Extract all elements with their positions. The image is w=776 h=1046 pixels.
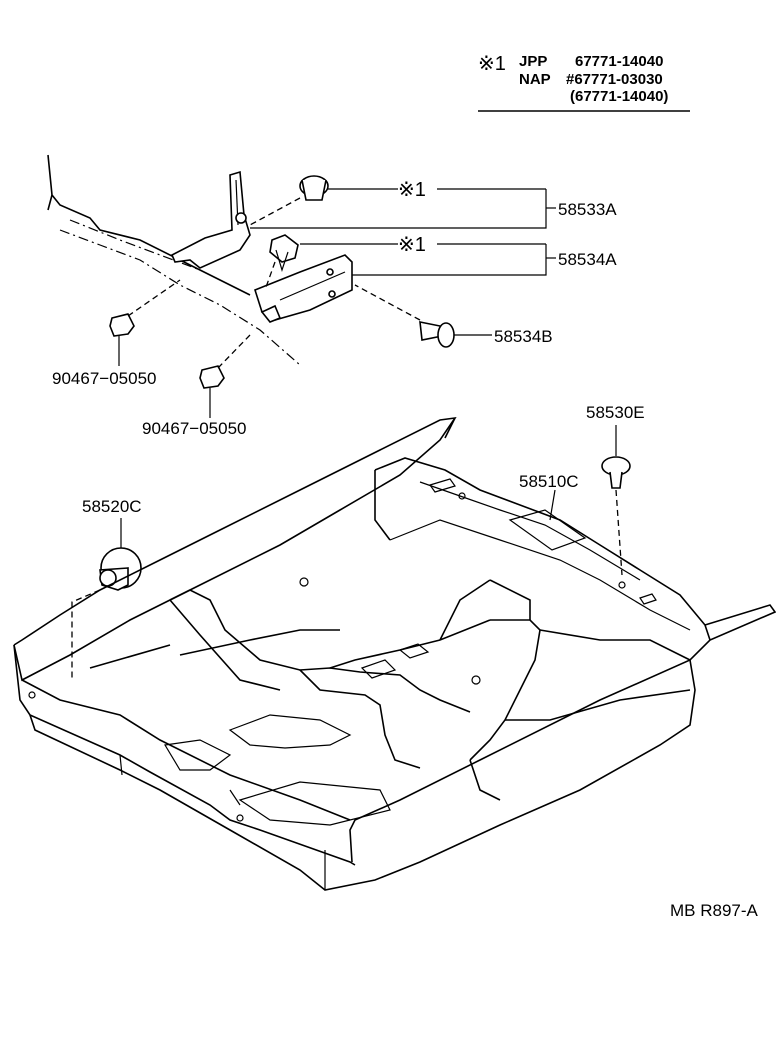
- clip-58534A: [264, 234, 299, 291]
- note-part-3: (67771-14040): [570, 88, 668, 105]
- note-part-2: #67771-03030: [566, 71, 663, 88]
- note-block: ※1 JPP 67771-14040 NAP #67771-03030 (677…: [478, 53, 690, 112]
- label-58533A: 58533A: [558, 200, 617, 219]
- label-90467-a: 90467−05050: [52, 369, 156, 388]
- label-58534A: 58534A: [558, 250, 617, 269]
- diagram-code: MB R897-A: [670, 901, 759, 920]
- screw-58534B: [354, 284, 455, 348]
- label-58530E: 58530E: [586, 403, 645, 422]
- grommet-58520C: [71, 547, 142, 680]
- note-region-1: JPP: [519, 53, 547, 70]
- note-symbol: ※1: [478, 53, 506, 75]
- label-58520C: 58520C: [82, 497, 142, 516]
- upper-bracket-assembly: [47, 154, 455, 389]
- callout-ref-a: ※1: [398, 179, 426, 201]
- nut-90467-a: [109, 279, 181, 337]
- note-region-2: NAP: [519, 71, 551, 88]
- nut-90467-b: [199, 334, 251, 389]
- floor-pan: [13, 416, 776, 891]
- clip-58533A: [249, 175, 329, 226]
- note-part-1: 67771-14040: [575, 53, 663, 70]
- label-90467-b: 90467−05050: [142, 419, 246, 438]
- clip-58530E: [601, 456, 631, 576]
- label-58534B: 58534B: [494, 327, 553, 346]
- leader-lines: [118, 188, 617, 552]
- callout-ref-b: ※1: [398, 234, 426, 256]
- label-58510C: 58510C: [519, 472, 579, 491]
